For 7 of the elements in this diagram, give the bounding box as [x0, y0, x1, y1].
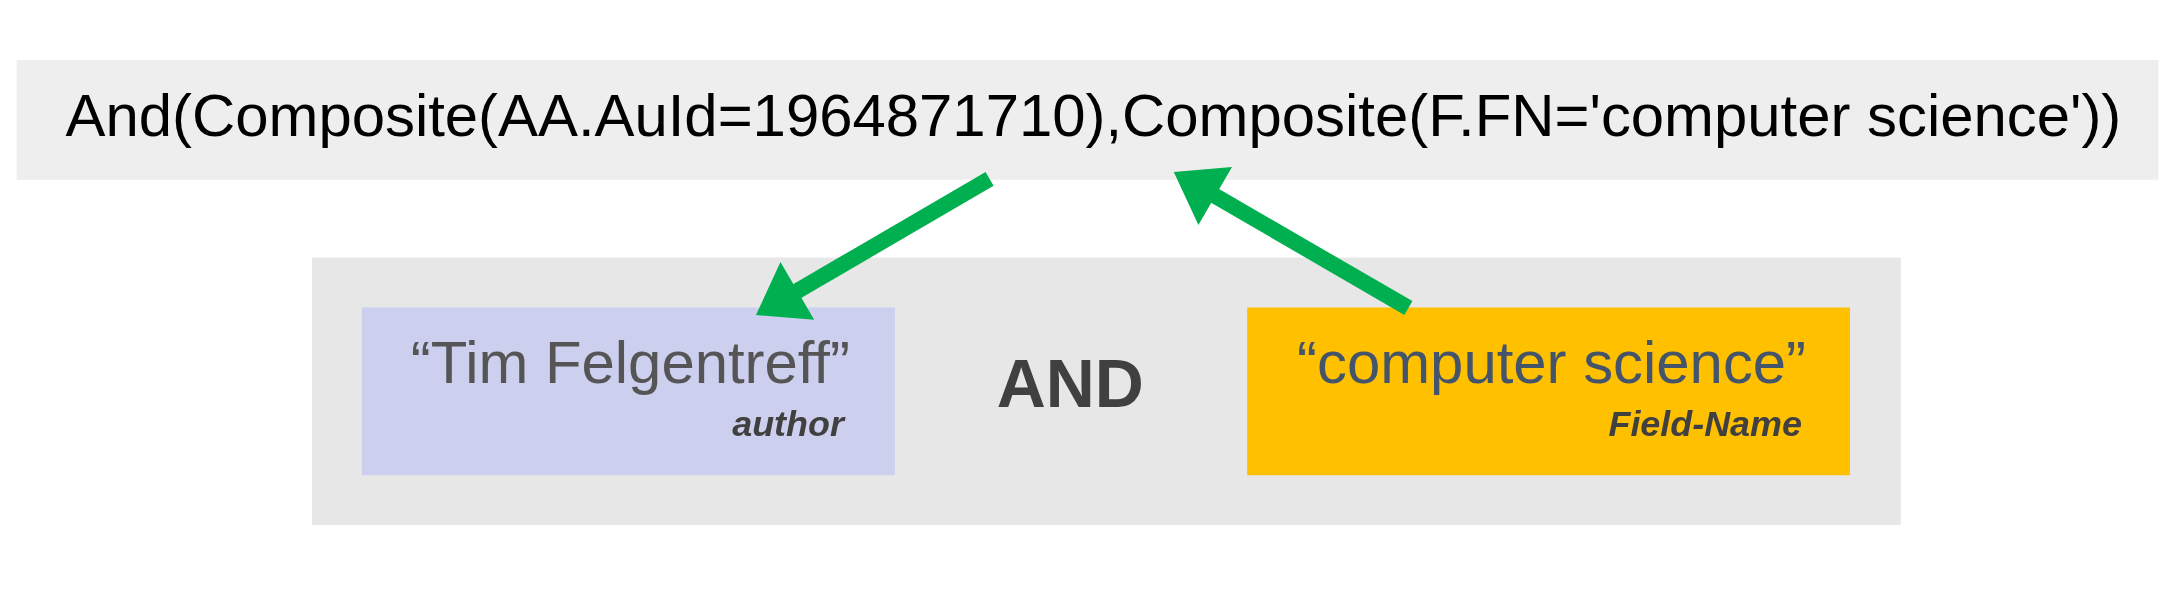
- node-box: And(Composite(AA.AuId=1964871710),Composite(F.FN='computer science')): [16, 60, 2159, 180]
- arrow: [756, 172, 994, 320]
- cluster: [312, 257, 1901, 526]
- arrow: [1173, 166, 1413, 315]
- node-box: “computer science” Field-Name: [1247, 307, 1850, 476]
- node-box: “Tim Felgentreff” author: [361, 307, 895, 476]
- label: AND: [996, 345, 1144, 421]
